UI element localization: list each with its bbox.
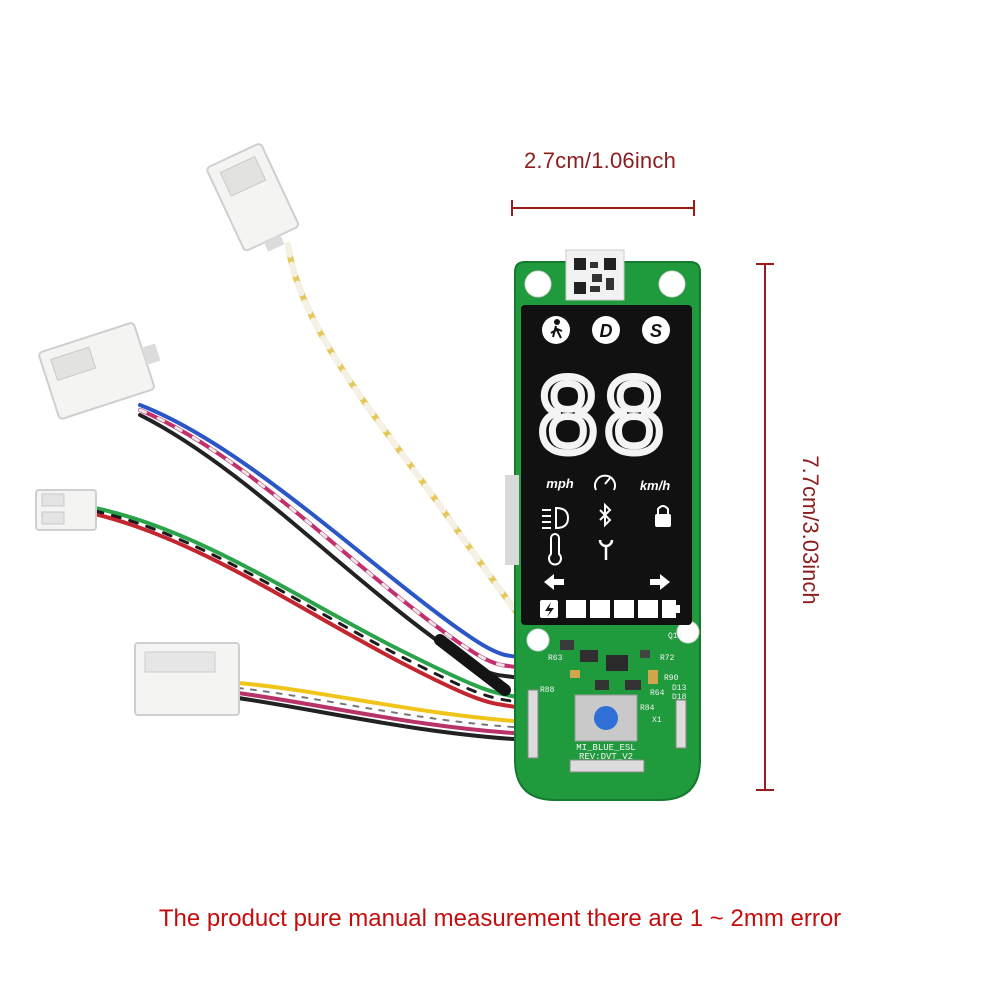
silkscreen-ref: R63: [548, 654, 563, 663]
connector-left-small: [35, 489, 97, 531]
connector-left-large: [38, 322, 161, 420]
measurement-disclaimer: The product pure manual measurement ther…: [158, 905, 842, 932]
lock-icon: [655, 505, 671, 527]
charging-icon: [540, 600, 558, 618]
silkscreen-ref: D18: [672, 693, 687, 702]
silkscreen-ref: R64: [650, 689, 665, 698]
bluetooth-icon: [599, 502, 612, 528]
unit-mph-label: mph: [546, 476, 574, 491]
unit-kmh-label: km/h: [640, 478, 670, 493]
wire-bottom-bundle: [236, 681, 530, 724]
wire-blue: [138, 403, 532, 662]
silkscreen-revision: REV:DVT_V2: [579, 752, 633, 762]
drive-mode-label: D: [600, 321, 613, 341]
right-turn-arrow-icon: [650, 574, 670, 590]
wire-harness: [93, 242, 532, 742]
connector-top: [206, 143, 300, 252]
height-dimension-line: [756, 263, 774, 791]
tactile-switch: [574, 694, 638, 742]
sport-mode-label: S: [650, 321, 662, 341]
drive-mode-button: D: [592, 316, 620, 344]
silkscreen-ref: Q14: [668, 632, 683, 641]
headlight-icon: [542, 506, 570, 530]
mounting-hole: [658, 270, 686, 298]
silkscreen-model: MI_BLUE_ESL: [576, 743, 635, 753]
heatshrink-sleeve: [434, 634, 511, 696]
silkscreen-ref: R90: [664, 674, 679, 683]
wire-yellow-white: [285, 242, 531, 643]
height-dimension-label: 7.7cm/3.03inch: [798, 455, 823, 605]
temperature-icon: [548, 533, 562, 566]
mounting-hole: [526, 628, 550, 652]
connector-bottom: [134, 642, 240, 716]
mounting-hole: [524, 270, 552, 298]
silkscreen-ref: R88: [540, 686, 555, 695]
width-dimension-line: [511, 200, 695, 216]
pcb-components: MI_BLUE_ESL REV:DVT_V2 R63 R64 R72 R88 R…: [527, 632, 687, 773]
wrench-icon: [598, 539, 614, 560]
left-turn-arrow-icon: [544, 574, 564, 590]
lcd-display: D S 88 mph km/h: [521, 305, 692, 625]
qr-code-label: [565, 249, 625, 301]
silkscreen-ref: D13: [672, 684, 687, 693]
wire-black: [138, 413, 532, 682]
width-dimension-label: 2.7cm/1.06inch: [524, 148, 676, 173]
walk-mode-icon: [542, 316, 570, 344]
wire-green: [93, 506, 532, 702]
speedometer-icon: [594, 474, 616, 491]
silkscreen-ref: X1: [652, 716, 662, 725]
wire-red: [93, 512, 532, 712]
battery-level-bar: [566, 600, 680, 618]
speed-digits: 88: [538, 354, 670, 475]
sport-mode-button: S: [642, 316, 670, 344]
silkscreen-ref: R72: [660, 654, 675, 663]
silkscreen-ref: R84: [640, 704, 655, 713]
